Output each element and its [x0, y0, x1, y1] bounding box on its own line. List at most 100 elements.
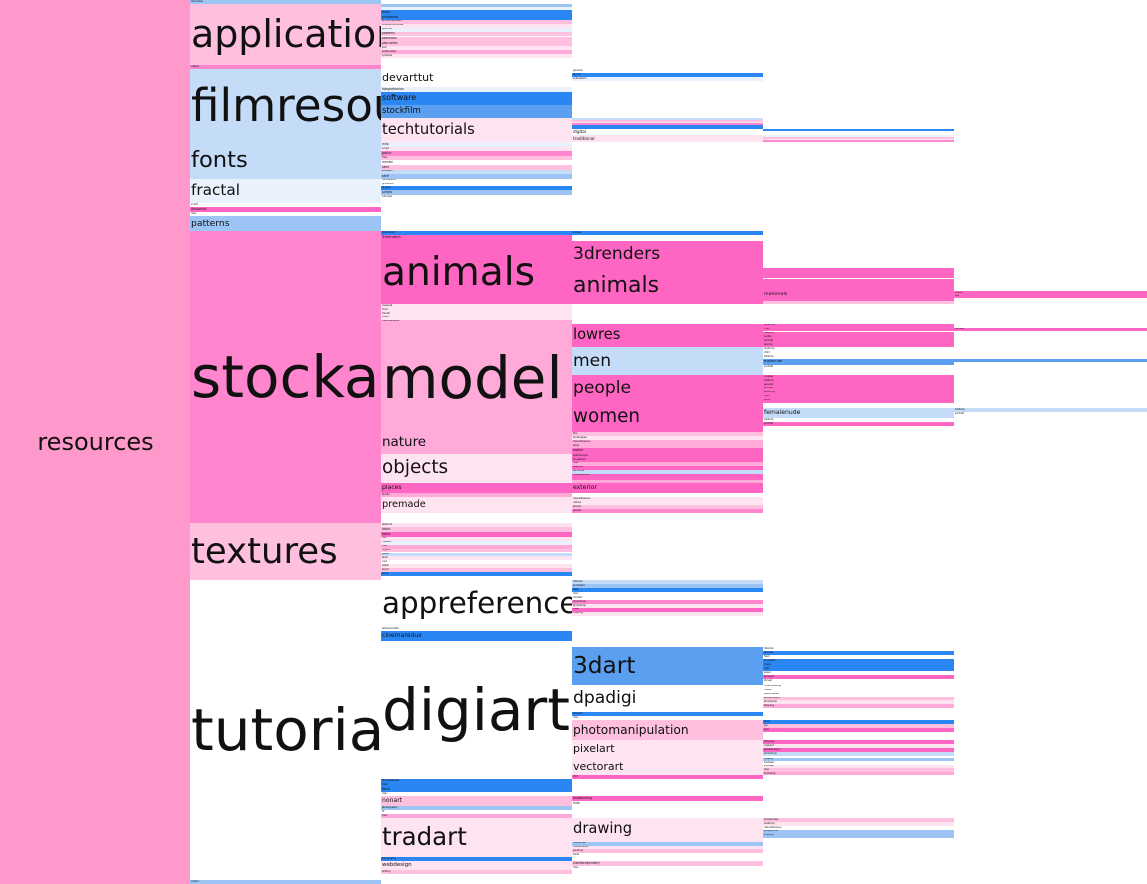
icicle-node[interactable]: plants: [381, 493, 572, 498]
icicle-node[interactable]: photomanipulation: [572, 720, 763, 740]
icicle-node[interactable]: painting: [572, 849, 763, 854]
icicle-node[interactable]: couples: [763, 374, 954, 379]
icicle-node[interactable]: misc: [763, 768, 954, 772]
icicle-node[interactable]: miscellaneous: [381, 319, 572, 324]
icicle-node[interactable]: animated: [572, 584, 763, 588]
icicle-node[interactable]: ititutorials: [190, 207, 381, 213]
icicle-node[interactable]: bookbinding: [572, 796, 763, 802]
icicle-node[interactable]: appreference: [381, 580, 572, 628]
icicle-node[interactable]: vector: [190, 880, 381, 884]
icicle-node[interactable]: anatomy: [763, 821, 954, 826]
icicle-node[interactable]: [572, 126, 763, 129]
icicle-node[interactable]: fullbody: [763, 378, 954, 383]
icicle-node[interactable]: [763, 301, 954, 304]
icicle-node[interactable]: clipart: [190, 65, 381, 70]
icicle-node[interactable]: photoshop: [572, 603, 763, 608]
icicle-node[interactable]: theyang: [763, 739, 954, 744]
icicle-node[interactable]: digiart: [381, 641, 572, 780]
icicle-node[interactable]: cinemaredux: [381, 631, 572, 642]
icicle-node[interactable]: paintshoppro: [763, 696, 954, 701]
icicle-node[interactable]: child: [763, 327, 954, 332]
icicle-node[interactable]: monitor: [572, 595, 763, 600]
icicle-node[interactable]: poser: [763, 670, 954, 675]
icicle-node[interactable]: 3dstockart: [381, 230, 572, 235]
icicle-node[interactable]: fullbody: [954, 408, 1147, 413]
icicle-node[interactable]: flash: [572, 588, 763, 592]
icicle-node[interactable]: dpadigi: [572, 684, 763, 713]
icicle-node[interactable]: men: [572, 347, 763, 375]
icicle-node[interactable]: [572, 121, 763, 124]
icicle-node[interactable]: skies: [572, 443, 763, 448]
icicle-node[interactable]: exterior: [572, 483, 763, 494]
icicle-node[interactable]: [954, 362, 1147, 366]
icicle-node[interactable]: 3dsmax: [572, 580, 763, 585]
icicle-node[interactable]: general: [763, 382, 954, 387]
icicle-node[interactable]: drawing: [572, 817, 763, 842]
icicle-node[interactable]: misc: [572, 716, 763, 721]
icicle-node[interactable]: household: [572, 457, 763, 462]
icicle-node[interactable]: patterns: [381, 31, 572, 37]
icicle-node[interactable]: insect: [381, 315, 572, 320]
icicle-node[interactable]: accessories: [763, 817, 954, 822]
icicle-node[interactable]: mixes: [763, 688, 954, 693]
icicle-node[interactable]: fullbody: [763, 331, 954, 336]
icicle-node[interactable]: filmresources: [190, 69, 381, 143]
icicle-node[interactable]: rust: [381, 560, 572, 565]
icicle-node[interactable]: fire: [572, 432, 763, 437]
icicle-node[interactable]: [763, 268, 954, 271]
icicle-node[interactable]: photoshop: [763, 700, 954, 705]
icicle-node[interactable]: theyang: [763, 757, 954, 762]
icicle-node[interactable]: flash: [381, 783, 572, 788]
icicle-node[interactable]: people: [572, 509, 763, 514]
icicle-node[interactable]: vectorart: [572, 757, 763, 776]
icicle-node[interactable]: flamepacks: [381, 178, 572, 183]
icicle-node[interactable]: fractal: [381, 311, 572, 316]
icicle-node[interactable]: [572, 118, 763, 121]
icicle-node[interactable]: photoshop: [381, 14, 572, 20]
icicle-node[interactable]: psd: [381, 46, 572, 51]
icicle-node[interactable]: [763, 368, 954, 372]
icicle-node[interactable]: child: [763, 394, 954, 399]
icicle-node[interactable]: [572, 477, 763, 481]
icicle-node[interactable]: 3dart: [572, 647, 763, 685]
icicle-node[interactable]: abstract: [572, 465, 763, 470]
icicle-node[interactable]: metallic: [381, 540, 572, 545]
icicle-node[interactable]: women: [572, 402, 763, 433]
icicle-node[interactable]: [381, 3, 572, 7]
icicle-node[interactable]: bodies: [572, 230, 763, 235]
icicle-node[interactable]: places: [381, 483, 572, 494]
icicle-node[interactable]: misc: [381, 792, 572, 797]
icicle-node[interactable]: webdesign: [381, 861, 572, 871]
icicle-node[interactable]: photoshop: [572, 599, 763, 604]
icicle-node[interactable]: [763, 130, 954, 133]
icicle-node[interactable]: filmmakeclass: [381, 779, 572, 784]
icicle-node[interactable]: portrait: [763, 339, 954, 344]
icicle-node[interactable]: anatomy: [763, 323, 954, 328]
icicle-node[interactable]: applications: [190, 3, 381, 66]
icicle-node[interactable]: resources: [0, 0, 190, 884]
icicle-node[interactable]: femalenude: [763, 408, 954, 419]
icicle-node[interactable]: misc: [572, 591, 763, 596]
icicle-node[interactable]: submission: [572, 76, 763, 81]
icicle-node[interactable]: shading: [763, 833, 954, 838]
icicle-node[interactable]: miscellaneous: [572, 497, 763, 502]
icicle-node[interactable]: malenude: [763, 359, 954, 366]
icicle-node[interactable]: animals: [572, 268, 763, 304]
icicle-node[interactable]: animated: [763, 659, 954, 663]
icicle-node[interactable]: transportation: [572, 473, 763, 478]
icicle-node[interactable]: skins: [381, 572, 572, 577]
icicle-node[interactable]: miscellaneous: [763, 825, 954, 830]
icicle-node[interactable]: wood: [381, 568, 572, 573]
icicle-node[interactable]: [763, 283, 954, 287]
icicle-node[interactable]: [763, 132, 954, 135]
icicle-node[interactable]: fabric: [381, 526, 572, 532]
icicle-node[interactable]: sansserif: [381, 169, 572, 174]
icicle-node[interactable]: 3dsmax: [763, 647, 954, 652]
icicle-node[interactable]: fotografoarian: [381, 86, 572, 92]
icicle-node[interactable]: nudity: [763, 335, 954, 340]
icicle-node[interactable]: lowres: [572, 323, 763, 348]
icicle-node[interactable]: tutorials: [190, 580, 381, 881]
icicle-node[interactable]: fixtut: [381, 787, 572, 793]
icicle-node[interactable]: 3drenders: [572, 240, 763, 269]
icicle-node[interactable]: photography: [381, 806, 572, 810]
